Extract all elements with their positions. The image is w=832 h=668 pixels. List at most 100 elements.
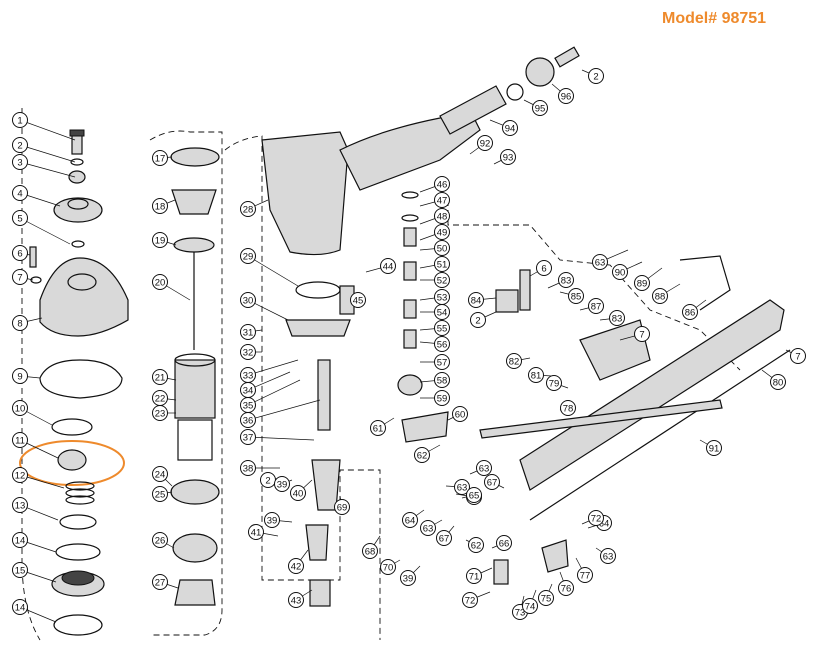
callout-circle [12, 210, 28, 226]
callout-15: 15 [12, 562, 57, 583]
part-26 [172, 533, 218, 563]
callout-circle [402, 512, 418, 528]
callout-63: 63 [420, 519, 443, 536]
callout-number: 33 [243, 371, 254, 382]
callout-10: 10 [12, 400, 53, 426]
part-rail-81 [479, 399, 723, 439]
callout-circle [484, 474, 500, 490]
callout-6: 6 [529, 260, 552, 277]
callout-number: 81 [531, 371, 542, 382]
part-nosepiece-70 [493, 559, 509, 585]
callout-circle [12, 315, 28, 331]
callout-47: 47 [419, 192, 450, 208]
callout-circle [434, 240, 450, 256]
callout-circle [568, 288, 584, 304]
callout-circle [152, 150, 168, 166]
callout-57: 57 [420, 354, 450, 370]
callout-number: 39 [277, 480, 288, 491]
callout-number: 41 [251, 528, 262, 539]
callout-number: 58 [437, 376, 448, 387]
callout-72: 72 [462, 591, 491, 608]
callout-52: 52 [420, 272, 450, 288]
callout-circle [528, 367, 544, 383]
callout-49: 49 [419, 224, 450, 241]
callout-number: 63 [603, 552, 614, 563]
callout-leader-line [19, 119, 76, 141]
callout-74: 74 [522, 589, 538, 614]
callout-39: 39 [400, 565, 421, 586]
callout-60: 60 [447, 406, 468, 422]
callout-circle [12, 599, 28, 615]
callout-circle [420, 520, 436, 536]
callout-22: 22 [152, 390, 177, 406]
callout-95: 95 [523, 99, 548, 116]
part-o-ring-10 [51, 418, 93, 436]
callout-circle [274, 476, 290, 492]
callout-number: 63 [423, 524, 434, 535]
callout-circle [592, 254, 608, 270]
highlight-circle-part-11 [19, 440, 125, 486]
callout-circle [290, 485, 306, 501]
callout-87: 87 [579, 298, 604, 314]
part-washer-7 [30, 276, 42, 284]
callout-25: 25 [152, 486, 173, 502]
callout-number: 42 [291, 562, 302, 573]
callout-40: 40 [290, 479, 313, 501]
callout-72: 72 [581, 510, 604, 526]
part-pusher-85 [495, 289, 519, 313]
model-number: Model# 98751 [662, 10, 767, 27]
callout-number: 82 [509, 357, 520, 368]
callout-70: 70 [380, 559, 401, 575]
callout-circle [452, 406, 468, 422]
callout-number: 74 [525, 602, 536, 613]
callout-number: 87 [591, 302, 602, 313]
callout-7: 7 [619, 326, 650, 342]
group-outline-column-2 [149, 130, 223, 636]
callout-number: 2 [593, 72, 598, 83]
callout-circle [264, 512, 280, 528]
callout-circle [536, 260, 552, 276]
callout-leader-line [247, 399, 321, 421]
callout-number: 66 [499, 539, 510, 550]
callout-number: 83 [561, 276, 572, 287]
callout-number: 72 [591, 514, 602, 525]
callout-circle [434, 208, 450, 224]
callout-41: 41 [248, 524, 279, 540]
part-hose-92 [439, 85, 507, 135]
callout-number: 57 [437, 358, 448, 369]
callout-number: 91 [709, 444, 720, 455]
callout-number: 27 [155, 578, 166, 589]
callout-14: 14 [12, 599, 57, 623]
callout-circle [12, 368, 28, 384]
callout-circle [588, 510, 604, 526]
part-ring-93 [506, 83, 524, 101]
callout-number: 38 [243, 464, 254, 475]
callout-number: 39 [403, 574, 414, 585]
callout-circle [500, 149, 516, 165]
callout-43: 43 [288, 589, 313, 608]
callout-circle [350, 292, 366, 308]
callout-number: 88 [655, 292, 666, 303]
callout-number: 51 [437, 260, 448, 271]
callout-number: 14 [15, 536, 26, 547]
callout-number: 84 [471, 296, 482, 307]
callout-number: 30 [243, 296, 254, 307]
callout-number: 89 [637, 279, 648, 290]
callout-number: 69 [337, 503, 348, 514]
callout-7: 7 [785, 348, 806, 364]
callout-circle [240, 201, 256, 217]
callout-65: 65 [461, 487, 482, 503]
callout-63: 63 [469, 460, 492, 476]
callout-75: 75 [538, 583, 554, 606]
callout-number: 8 [17, 319, 22, 330]
callout-circle [12, 467, 28, 483]
callout-88: 88 [652, 283, 681, 304]
callout-92: 92 [469, 135, 493, 155]
callout-number: 48 [437, 212, 448, 223]
callout-circle [434, 304, 450, 320]
callout-number: 53 [437, 293, 448, 304]
callout-circle [506, 353, 522, 369]
callout-number: 67 [487, 478, 498, 489]
callout-number: 25 [155, 490, 166, 501]
callout-number: 93 [503, 153, 514, 164]
